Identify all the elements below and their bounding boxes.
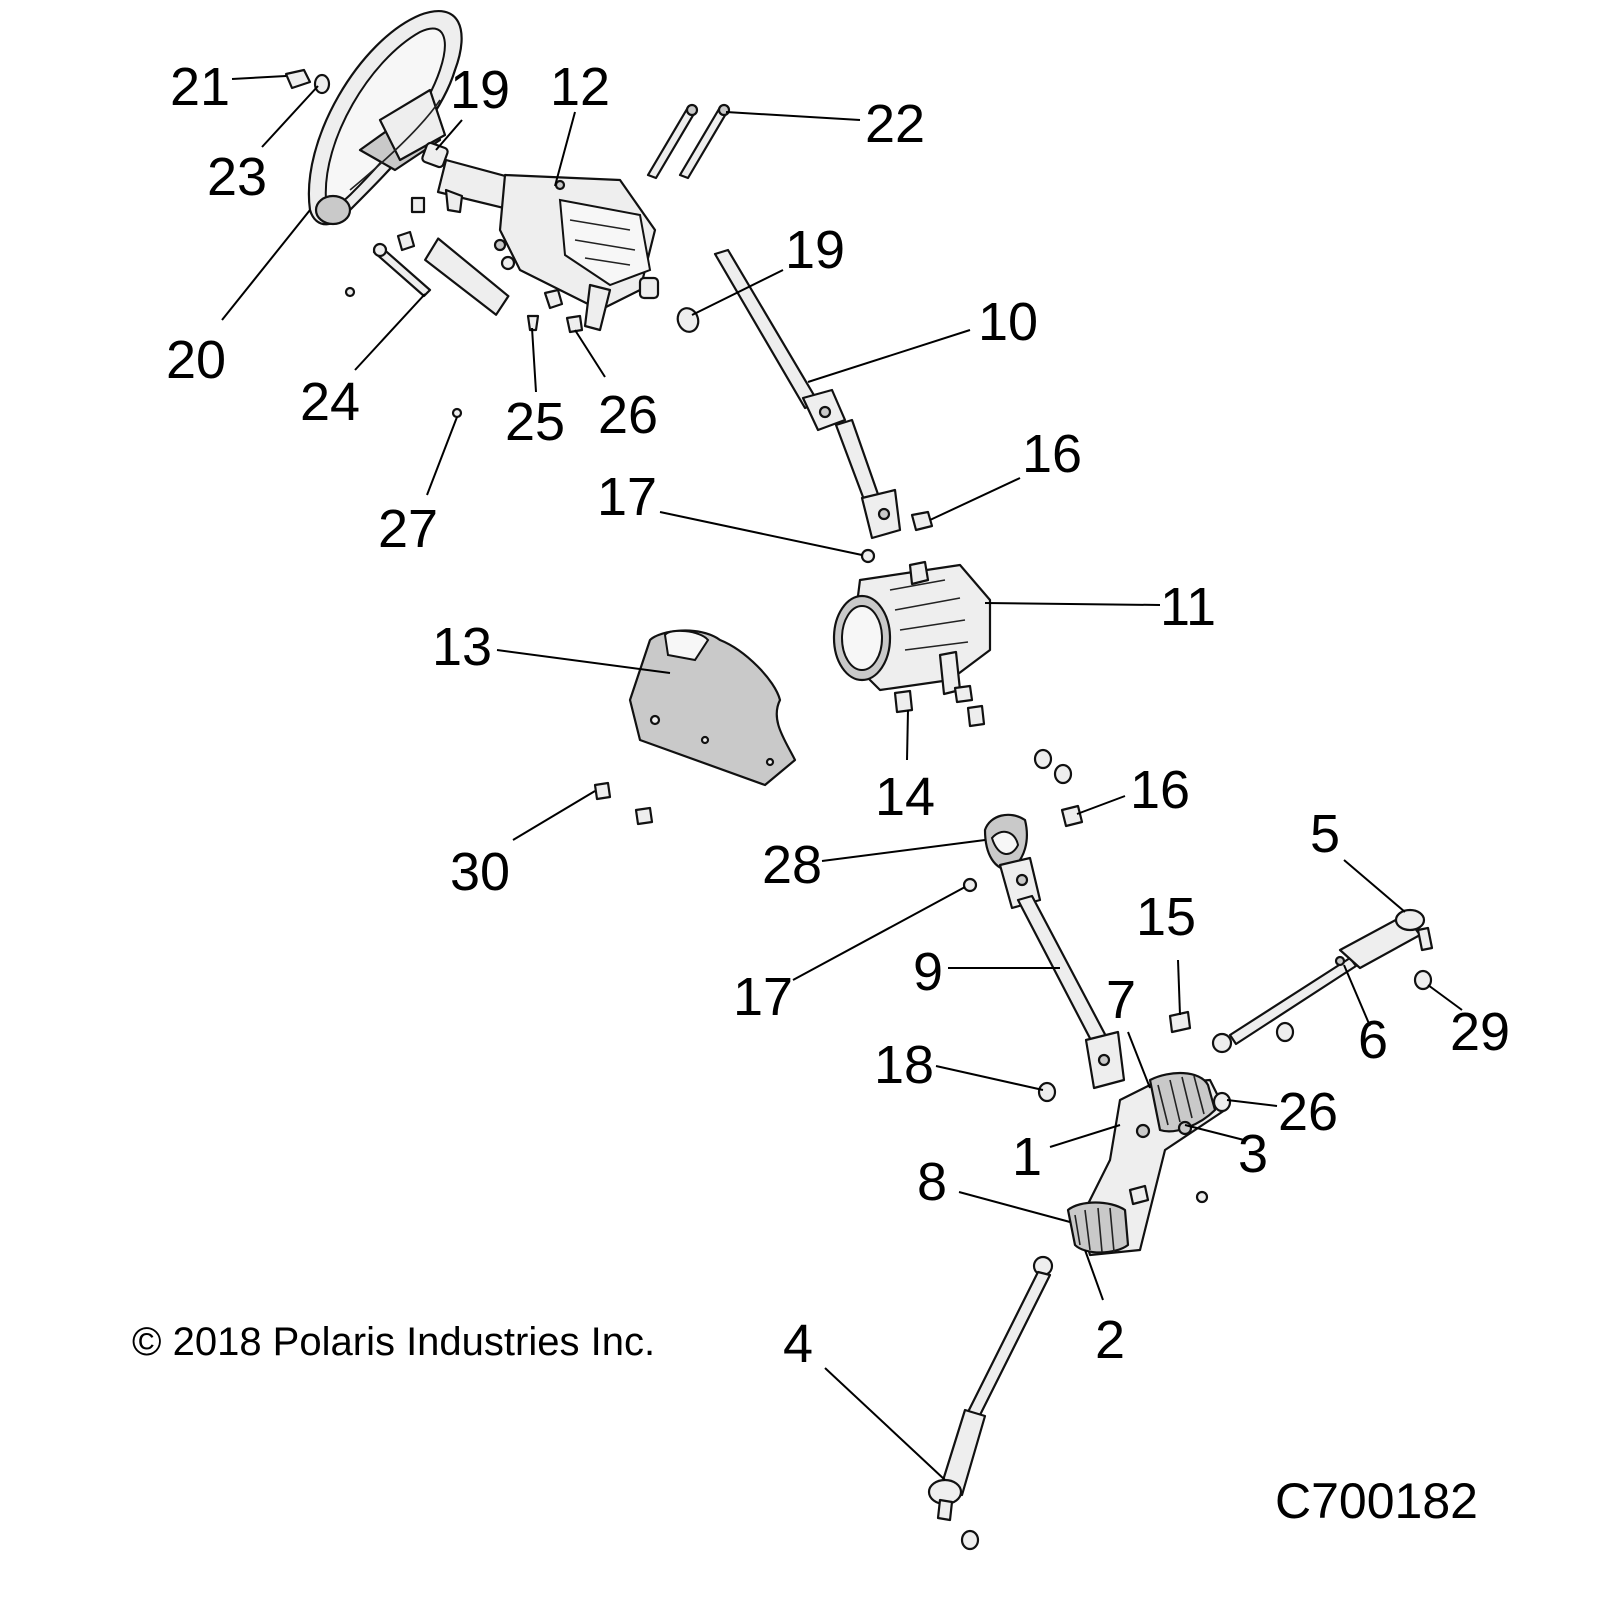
tie-rod-right-jam-nut-part — [1413, 969, 1433, 991]
long-bolts-part — [646, 103, 731, 180]
callout-26-upper: 26 — [598, 385, 658, 445]
upper-intermediate-shaft — [713, 248, 902, 540]
shaft-nut-lower-part — [962, 877, 978, 893]
tie-rod-left — [927, 1255, 1054, 1522]
callout-27: 27 — [378, 499, 438, 559]
drawing-code: C700182 — [1275, 1473, 1478, 1529]
hub-nut-part — [313, 73, 331, 95]
nuts-lower-pair — [1033, 748, 1073, 785]
shaft-nut-upper-part — [860, 548, 876, 564]
bushing-lower-part — [676, 307, 700, 333]
callout-8: 8 — [917, 1152, 947, 1212]
callout-3: 3 — [1238, 1124, 1268, 1184]
tie-rod-left-nut-part — [960, 1529, 980, 1551]
rack-washer-part — [1195, 1190, 1209, 1204]
rack-bolt-part — [1168, 1010, 1192, 1034]
callout-23: 23 — [207, 147, 267, 207]
callout-1: 1 — [1012, 1127, 1042, 1187]
callout-14: 14 — [875, 767, 935, 827]
callout-24: 24 — [300, 372, 360, 432]
callout-2: 2 — [1095, 1310, 1125, 1370]
tie-rod-right — [1211, 908, 1434, 1054]
rack-nut-part — [1037, 1081, 1057, 1103]
column-cover — [628, 629, 797, 787]
callout-10: 10 — [978, 292, 1038, 352]
small-fasteners-upper — [344, 196, 584, 419]
callout-labels: 1 2 3 4 5 6 7 8 9 10 11 12 13 14 15 16 1… — [166, 57, 1510, 1374]
callout-29: 29 — [1450, 1002, 1510, 1062]
column-bushing-right-part — [638, 276, 660, 300]
callout-17-upper: 17 — [597, 467, 657, 527]
eps-motor-assembly — [832, 560, 992, 704]
callout-5: 5 — [1310, 804, 1340, 864]
tie-rod-right-nut-part — [1275, 1021, 1295, 1043]
callout-4: 4 — [783, 1314, 813, 1374]
shaft-bolt-lower-part — [1060, 804, 1084, 828]
copyright-notice: © 2018 Polaris Industries Inc. — [132, 1320, 655, 1364]
callout-20: 20 — [166, 330, 226, 390]
lower-intermediate-shaft — [998, 856, 1126, 1090]
callout-9: 9 — [913, 942, 943, 1002]
callout-11: 11 — [1160, 577, 1216, 637]
shaft-bolt-upper-part — [910, 510, 934, 532]
callout-19-upper: 19 — [450, 60, 510, 120]
bushing-upper-part — [421, 141, 449, 169]
motor-bolts-part — [893, 689, 986, 728]
cover-screws-part — [593, 781, 654, 826]
callout-7: 7 — [1106, 970, 1136, 1030]
callout-17-lower: 17 — [733, 967, 793, 1027]
callout-15: 15 — [1136, 887, 1196, 947]
callout-12: 12 — [550, 57, 610, 117]
steering-column-bracket — [436, 158, 657, 332]
steering-rack — [1066, 1071, 1227, 1257]
rack-bushing-part — [1212, 1091, 1232, 1113]
callout-16-upper: 16 — [1022, 424, 1082, 484]
callout-19-lower: 19 — [785, 220, 845, 280]
callout-30: 30 — [450, 842, 510, 902]
shaft-boot — [983, 813, 1028, 872]
steering-wheel — [307, 9, 463, 226]
callout-28: 28 — [762, 835, 822, 895]
callout-21: 21 — [170, 57, 230, 117]
gas-strut — [372, 237, 516, 316]
callout-26-lower: 26 — [1278, 1082, 1338, 1142]
callout-25: 25 — [505, 392, 565, 452]
hub-cap-part — [284, 68, 312, 90]
callout-18: 18 — [874, 1035, 934, 1095]
callout-6: 6 — [1358, 1010, 1388, 1070]
callout-13: 13 — [432, 617, 492, 677]
callout-22: 22 — [865, 94, 925, 154]
callout-16-lower: 16 — [1130, 760, 1190, 820]
leader-lines — [221, 75, 1463, 1481]
